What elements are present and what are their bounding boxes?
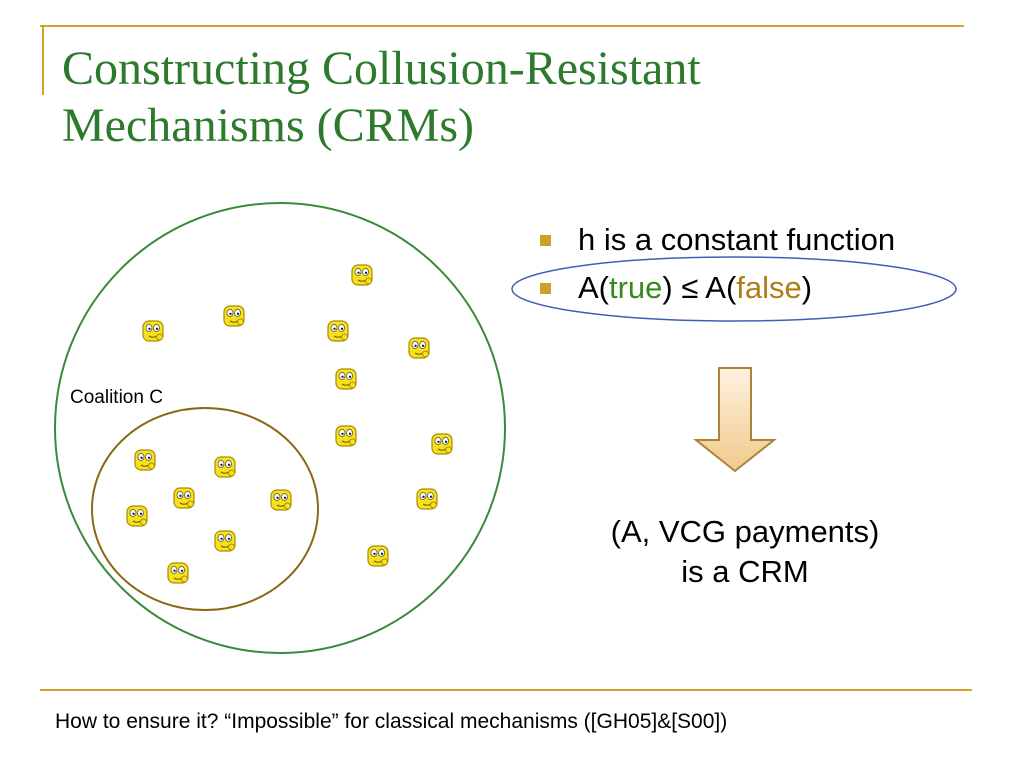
title-rule-top — [40, 25, 964, 27]
smiley-face-icon — [134, 449, 156, 471]
inequality-suffix: ) — [801, 270, 813, 305]
bullet-square-icon — [540, 283, 551, 294]
title-rule-left — [42, 25, 44, 95]
slide-title: Constructing Collusion-Resistant Mechani… — [62, 40, 962, 154]
smiley-face-icon — [416, 488, 438, 510]
false-word: false — [736, 270, 802, 305]
smiley-face-icon — [167, 562, 189, 584]
true-word: true — [609, 270, 663, 305]
title-line-2: Mechanisms (CRMs) — [62, 99, 474, 152]
outer-circle — [54, 202, 506, 654]
smiley-face-icon — [335, 425, 357, 447]
bullet-square-icon — [540, 235, 551, 246]
footer-rule — [40, 689, 972, 691]
bullet-item-constant-function: h is a constant function — [540, 216, 895, 264]
smiley-face-icon — [431, 433, 453, 455]
bullet-text: h is a constant function — [578, 222, 896, 257]
smiley-face-icon — [214, 456, 236, 478]
smiley-face-icon — [335, 368, 357, 390]
smiley-face-icon — [223, 305, 245, 327]
smiley-face-icon — [270, 489, 292, 511]
coalition-circle — [91, 407, 319, 611]
agents — [126, 264, 453, 584]
bullet-item-inequality: A(true) ≤ A(false) — [540, 264, 895, 312]
smiley-face-icon — [351, 264, 373, 286]
footer-text: How to ensure it? “Impossible” for class… — [55, 710, 728, 733]
title-line-1: Constructing Collusion-Resistant — [62, 42, 701, 95]
smiley-face-icon — [327, 320, 349, 342]
smiley-face-icon — [142, 320, 164, 342]
smiley-face-icon — [408, 337, 430, 359]
inequality-middle: ) ≤ A( — [662, 270, 737, 305]
coalition-label: Coalition C — [70, 387, 163, 408]
bullet-list: h is a constant function A(true) ≤ A(fal… — [540, 216, 895, 312]
highlight-ellipse — [511, 256, 957, 322]
inequality-prefix: A( — [578, 270, 609, 305]
smiley-face-icon — [126, 505, 148, 527]
conclusion-line-2: is a CRM — [681, 554, 809, 589]
smiley-face-icon — [173, 487, 195, 509]
smiley-face-icon — [367, 545, 389, 567]
smiley-face-icon — [214, 530, 236, 552]
conclusion-text: (A, VCG payments) is a CRM — [560, 512, 930, 592]
conclusion-line-1: (A, VCG payments) — [610, 514, 880, 549]
down-arrow-icon — [693, 367, 777, 473]
